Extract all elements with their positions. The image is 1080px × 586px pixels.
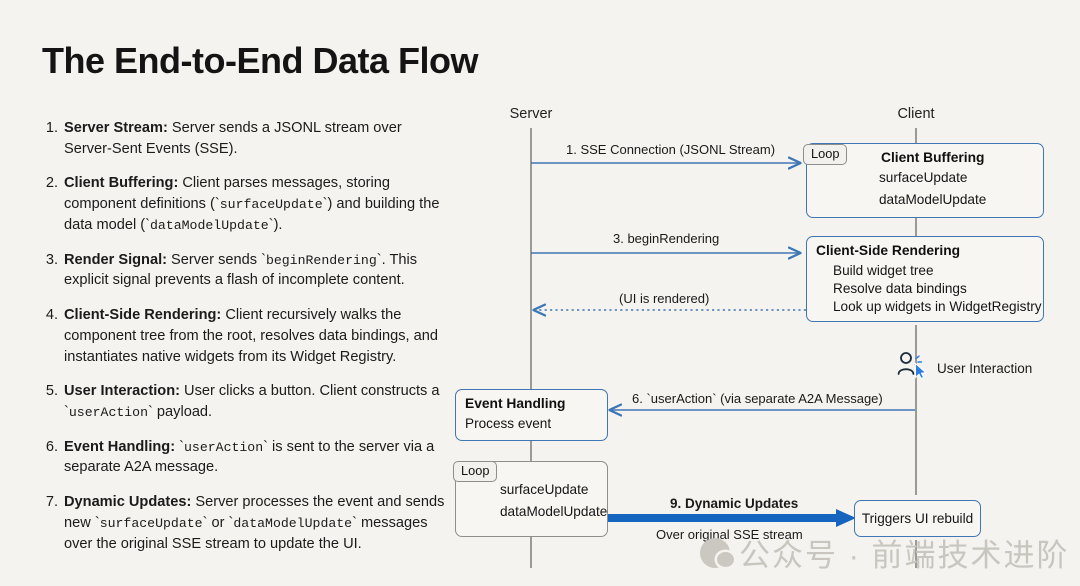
client-buffering-item-1: dataModelUpdate	[879, 192, 987, 207]
step-text: User clicks a button. Client constructs …	[64, 383, 440, 420]
step-text: ` payload.	[148, 403, 213, 420]
step-text: `) and building the data model (`	[64, 196, 440, 233]
server-loop-item-1: dataModelUpdate	[500, 504, 608, 519]
step-title: Server Stream:	[64, 120, 168, 136]
step-body: Dynamic Updates: Server processes the ev…	[64, 492, 453, 554]
watermark-text: 公众号 · 前端技术进阶	[739, 538, 1070, 573]
step-number: 7.	[45, 494, 58, 511]
code-token: beginRendering	[265, 252, 377, 268]
list-item: 7. Dynamic Updates: Server processes the…	[38, 492, 453, 554]
message-label-over-sse-stream: Over original SSE stream	[656, 527, 803, 542]
client-side-rendering-box[interactable]: Client-Side Rendering Build widget tree …	[806, 236, 1044, 322]
step-text: `).	[268, 216, 283, 233]
client-side-rendering-item-0: Build widget tree	[833, 263, 934, 278]
step-text: Client parses messages, storing componen…	[64, 175, 391, 213]
code-token: dataModelUpdate	[233, 515, 353, 531]
code-token: dataModelUpdate	[149, 217, 269, 233]
code-token: surfaceUpdate	[99, 515, 203, 531]
message-label-ui-rendered: (UI is rendered)	[619, 291, 710, 306]
step-text: Server sends a JSONL stream over Server-…	[64, 120, 402, 157]
step-body: Client Buffering: Client parses messages…	[64, 173, 453, 235]
actor-label-client: Client	[897, 106, 935, 122]
step-text: Server processes the event and sends new…	[64, 494, 445, 531]
step-body: Client-Side Rendering: Client recursivel…	[64, 305, 453, 367]
step-body: Server Stream: Server sends a JSONL stre…	[64, 118, 453, 159]
list-item: 2. Client Buffering: Client parses messa…	[38, 173, 453, 235]
client-side-rendering-item-1: Resolve data bindings	[833, 281, 967, 296]
message-label-sse-connection: 1. SSE Connection (JSONL Stream)	[566, 142, 776, 157]
lifeline-client-c	[915, 540, 917, 568]
loop-badge-server: Loop	[453, 461, 498, 482]
user-interaction-label: User Interaction	[937, 361, 1033, 376]
wechat-logo-icon	[700, 537, 734, 568]
steps-list: 1. Server Stream: Server sends a JSONL s…	[38, 118, 453, 568]
code-token: surfaceUpdate	[219, 197, 323, 213]
client-buffering-title: Client Buffering	[881, 150, 985, 165]
server-loop-item-0: surfaceUpdate	[500, 482, 589, 497]
step-text: `. This explicit signal prevents a flash…	[64, 251, 418, 289]
step-title: Dynamic Updates:	[64, 494, 192, 511]
arrow-dynamic-updates	[608, 509, 856, 527]
step-title: User Interaction:	[64, 383, 180, 400]
message-label-dynamic-updates: 9. Dynamic Updates	[670, 496, 799, 511]
loop-badge-client-buffering: Loop	[803, 144, 848, 165]
actor-label-server: Server	[509, 106, 553, 122]
step-number: 2.	[45, 175, 58, 192]
list-item: 5. User Interaction: User clicks a butto…	[38, 381, 453, 422]
client-side-rendering-title: Client-Side Rendering	[816, 243, 961, 258]
step-text: ` is sent to the server via a separate A…	[64, 438, 435, 476]
step-title: Event Handling:	[64, 438, 176, 455]
step-text: ` messages over the original SSE stream …	[64, 514, 428, 552]
list-item: 4. Client-Side Rendering: Client recursi…	[38, 305, 453, 367]
step-title: Render Signal:	[64, 251, 167, 268]
code-token: userAction	[184, 439, 264, 455]
step-number: 3.	[45, 251, 58, 268]
step-body: Render Signal: Server sends `beginRender…	[64, 250, 453, 291]
page-title: The End-to-End Data Flow	[42, 40, 478, 81]
lifeline-server	[530, 128, 532, 568]
list-item: 1. Server Stream: Server sends a JSONL s…	[38, 118, 453, 159]
step-body: Event Handling: `userAction` is sent to …	[64, 437, 453, 478]
step-body: User Interaction: User clicks a button. …	[64, 381, 453, 422]
client-buffering-item-0: surfaceUpdate	[879, 170, 968, 185]
user-cursor-icon	[897, 352, 927, 380]
client-side-rendering-item-2: Look up widgets in WidgetRegistry	[833, 299, 1042, 314]
step-title: Client-Side Rendering:	[64, 307, 222, 324]
step-text: Client recursively walks the component t…	[64, 307, 438, 365]
triggers-ui-rebuild-label: Triggers UI rebuild	[861, 511, 974, 526]
step-text: `	[175, 438, 184, 455]
list-item: 6. Event Handling: `userAction` is sent …	[38, 437, 453, 478]
event-handling-title: Event Handling	[465, 396, 566, 411]
event-handling-subtitle: Process event	[465, 416, 552, 431]
message-label-begin-rendering: 3. beginRendering	[613, 231, 720, 246]
step-number: 5.	[45, 383, 58, 400]
step-number: 4.	[45, 307, 58, 324]
step-text: ` or `	[202, 514, 234, 531]
code-token: userAction	[68, 404, 149, 420]
watermark: 公众号 · 前端技术进阶	[700, 530, 1070, 575]
step-text: Server sends `	[166, 251, 266, 268]
message-label-user-action: 6. `userAction` (via separate A2A Messag…	[632, 391, 883, 406]
step-number: 1.	[45, 120, 58, 136]
step-title: Client Buffering:	[64, 175, 179, 192]
event-handling-box[interactable]: Event Handling Process event	[455, 389, 608, 441]
list-item: 3. Render Signal: Server sends `beginRen…	[38, 250, 453, 291]
triggers-ui-rebuild-box[interactable]: Triggers UI rebuild	[854, 500, 981, 537]
step-number: 6.	[45, 438, 58, 455]
lifeline-client-b	[915, 325, 917, 495]
